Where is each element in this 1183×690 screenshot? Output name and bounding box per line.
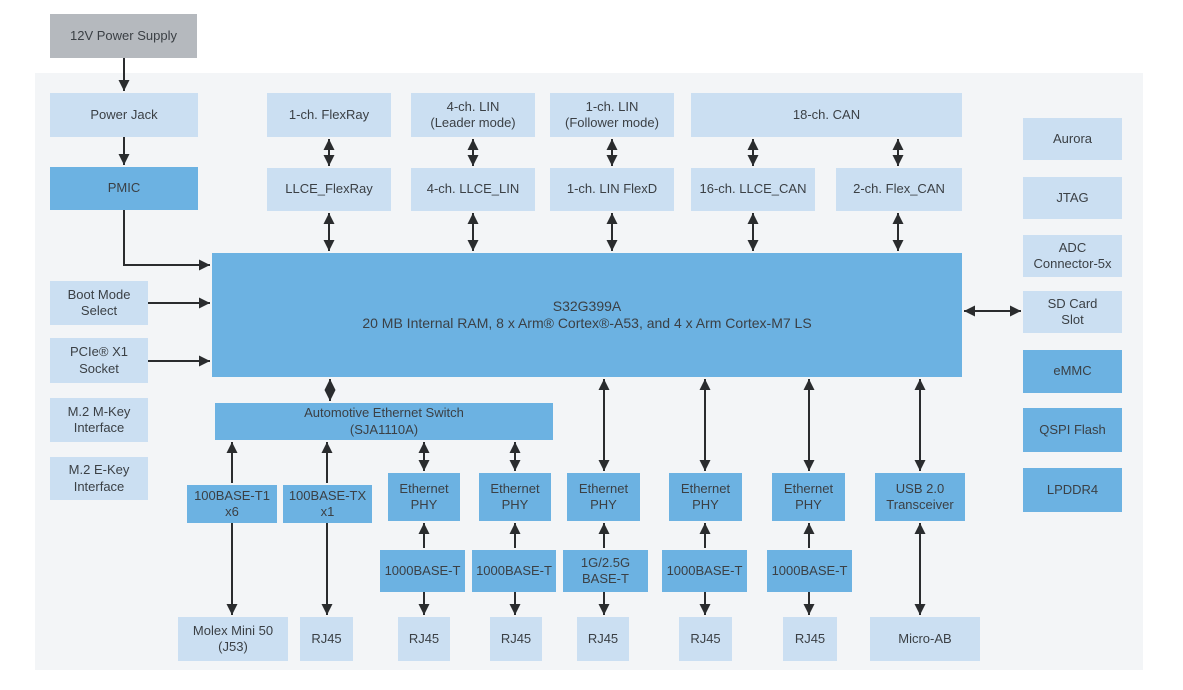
block-lpddr4: LPDDR4 (1023, 468, 1122, 512)
block-jtag: JTAG (1023, 177, 1122, 219)
block-ethernet-phy-2: Ethernet PHY (479, 473, 551, 521)
block-1ch-lin-follower: 1-ch. LIN (Follower mode) (550, 93, 674, 137)
block-sd-card-slot: SD Card Slot (1023, 291, 1122, 333)
block-100base-t1-x6: 100BASE-T1 x6 (187, 485, 277, 523)
block-rj45-5: RJ45 (679, 617, 732, 661)
block-1ch-lin-flexd: 1-ch. LIN FlexD (550, 168, 674, 211)
block-rj45-1: RJ45 (300, 617, 353, 661)
block-18ch-can: 18-ch. CAN (691, 93, 962, 137)
block-s32g399a-soc: S32G399A 20 MB Internal RAM, 8 x Arm® Co… (212, 253, 962, 377)
block-rj45-2: RJ45 (398, 617, 450, 661)
soc-description: 20 MB Internal RAM, 8 x Arm® Cortex®-A53… (362, 315, 812, 331)
block-16ch-llce-can: 16-ch. LLCE_CAN (691, 168, 815, 211)
block-pcie-x1-socket: PCIe® X1 Socket (50, 338, 148, 383)
block-12v-power-supply: 12V Power Supply (50, 14, 197, 58)
block-1ch-flexray: 1-ch. FlexRay (267, 93, 391, 137)
block-aurora: Aurora (1023, 118, 1122, 160)
block-qspi-flash: QSPI Flash (1023, 408, 1122, 452)
block-ethernet-phy-3: Ethernet PHY (567, 473, 640, 521)
block-automotive-ethernet-switch: Automotive Ethernet Switch (SJA1110A) (215, 403, 553, 440)
block-1000base-t-1: 1000BASE-T (380, 550, 465, 592)
block-pmic: PMIC (50, 167, 198, 210)
block-emmc: eMMC (1023, 350, 1122, 393)
block-1g-2-5g-base-t: 1G/2.5G BASE-T (563, 550, 648, 592)
block-rj45-3: RJ45 (490, 617, 542, 661)
block-1000base-t-3: 1000BASE-T (662, 550, 747, 592)
block-usb2-transceiver: USB 2.0 Transceiver (875, 473, 965, 521)
block-micro-ab: Micro-AB (870, 617, 980, 661)
block-rj45-6: RJ45 (783, 617, 837, 661)
block-1000base-t-4: 1000BASE-T (767, 550, 852, 592)
block-llce-flexray: LLCE_FlexRay (267, 168, 391, 211)
block-ethernet-phy-5: Ethernet PHY (772, 473, 845, 521)
block-m2-m-key-interface: M.2 M-Key Interface (50, 398, 148, 442)
block-4ch-llce-lin: 4-ch. LLCE_LIN (411, 168, 535, 211)
block-m2-e-key-interface: M.2 E-Key Interface (50, 457, 148, 500)
block-boot-mode-select: Boot Mode Select (50, 281, 148, 325)
block-100base-tx-x1: 100BASE-TX x1 (283, 485, 372, 523)
block-molex-mini50-j53: Molex Mini 50 (J53) (178, 617, 288, 661)
block-1000base-t-2: 1000BASE-T (472, 550, 556, 592)
block-2ch-flex-can: 2-ch. Flex_CAN (836, 168, 962, 211)
soc-part-number: S32G399A (552, 297, 622, 314)
block-rj45-4: RJ45 (577, 617, 629, 661)
block-power-jack: Power Jack (50, 93, 198, 137)
block-ethernet-phy-4: Ethernet PHY (669, 473, 742, 521)
block-ethernet-phy-1: Ethernet PHY (388, 473, 460, 521)
block-4ch-lin-leader: 4-ch. LIN (Leader mode) (411, 93, 535, 137)
block-adc-connector-5x: ADC Connector-5x (1023, 235, 1122, 277)
